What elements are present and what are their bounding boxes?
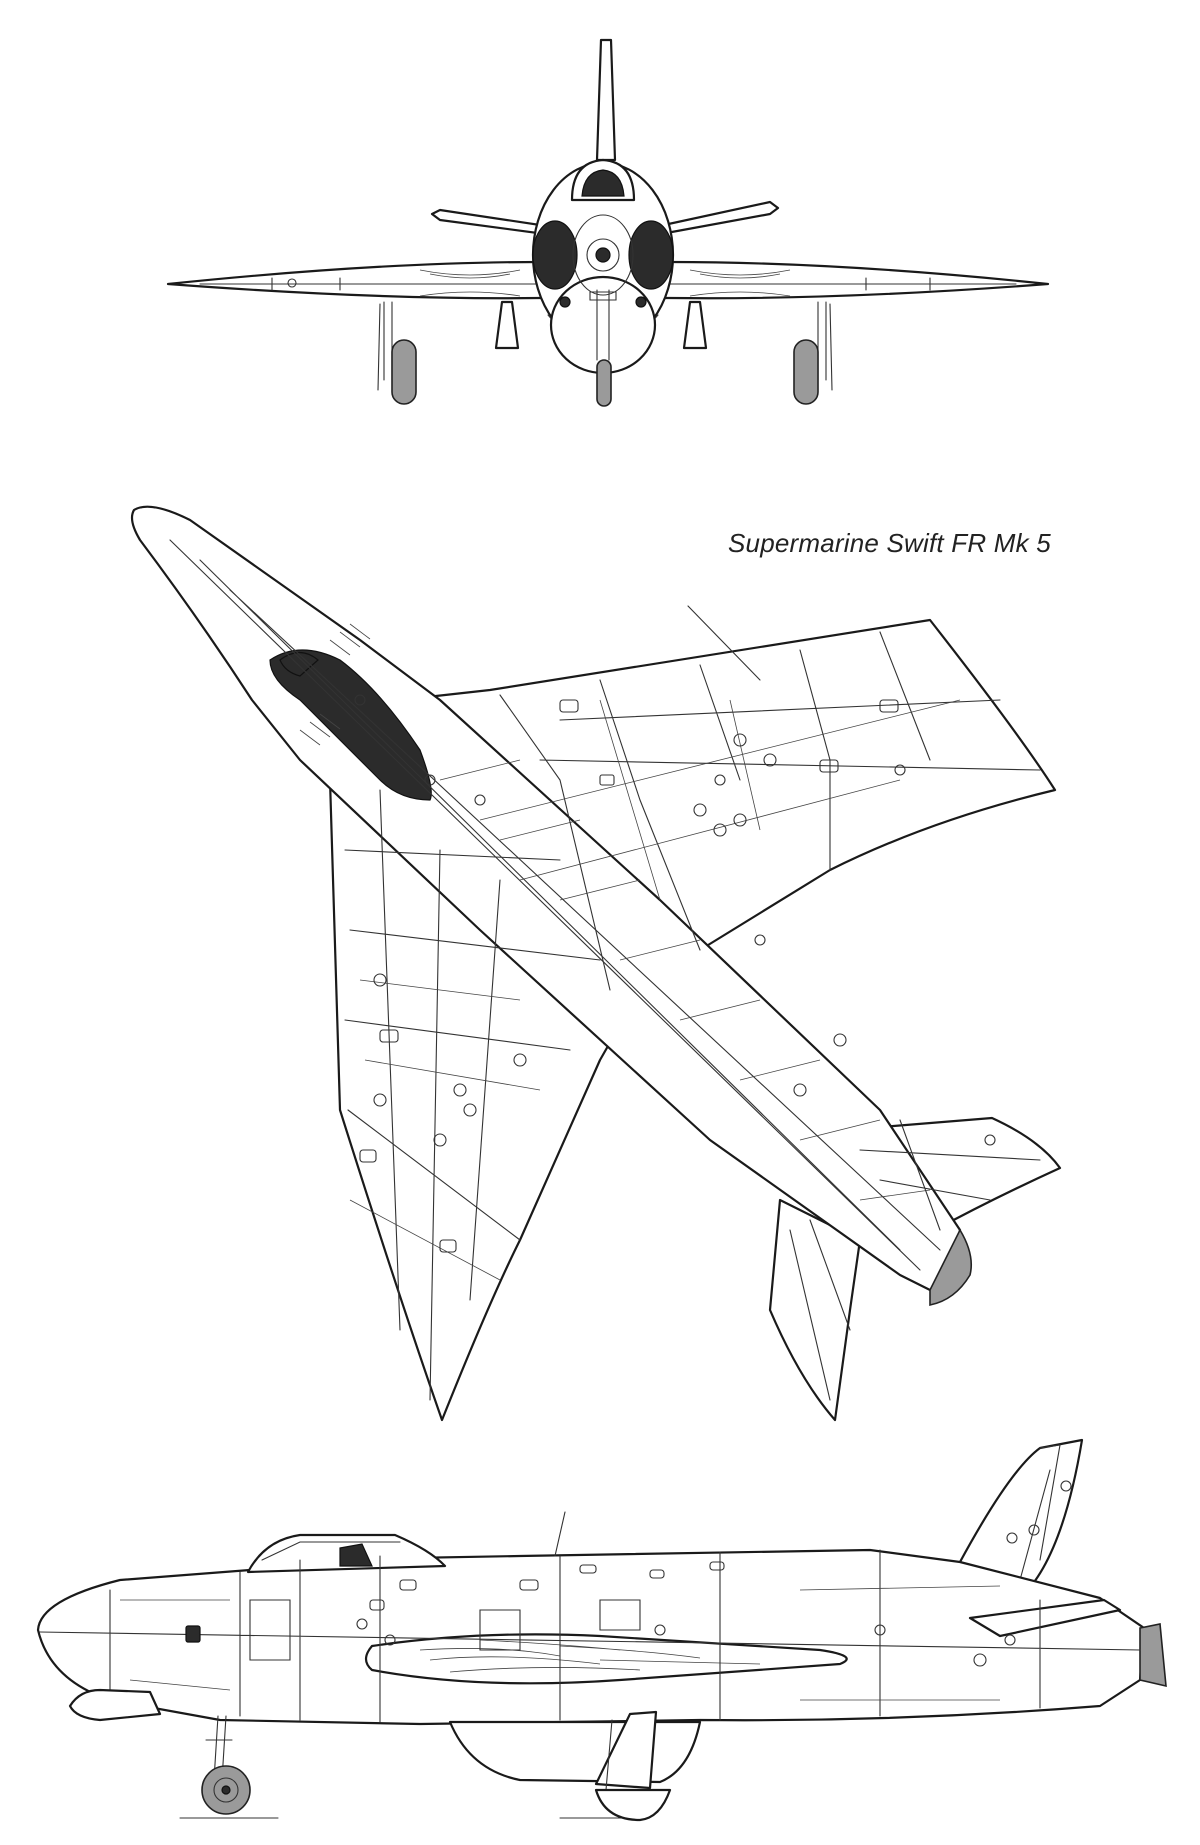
front-nose-wheel — [596, 359, 612, 407]
side-tailplane — [968, 1598, 1122, 1638]
front-intake-right — [628, 220, 674, 290]
side-jet-pipe — [1139, 1623, 1167, 1688]
drawing-title: Supermarine Swift FR Mk 5 — [728, 528, 1051, 558]
plan-jet-pipe — [929, 1228, 973, 1306]
plan-view — [130, 505, 1062, 1422]
side-ejection-seat — [339, 1543, 373, 1567]
side-fin — [958, 1438, 1084, 1600]
front-fin — [595, 38, 617, 162]
side-view — [36, 1438, 1167, 1822]
front-main-wheel-left — [391, 339, 417, 405]
front-view — [166, 38, 1050, 407]
front-fairing-left — [494, 300, 520, 350]
plan-tailplane-left — [768, 1198, 862, 1422]
side-belly-fairing — [448, 1720, 702, 1784]
plan-canopy — [269, 649, 432, 801]
side-intake-window — [185, 1625, 201, 1643]
side-main-gear-door — [594, 1710, 658, 1790]
side-main-wheel — [594, 1788, 672, 1822]
side-ventral-pod — [68, 1688, 162, 1722]
front-intake-left — [532, 220, 578, 290]
front-main-wheel-right — [793, 339, 819, 405]
side-wing — [364, 1633, 848, 1685]
side-antenna — [554, 1511, 566, 1557]
plan-pitot — [687, 605, 761, 681]
front-nose-dot — [595, 247, 611, 263]
front-fairing-right — [682, 300, 708, 350]
